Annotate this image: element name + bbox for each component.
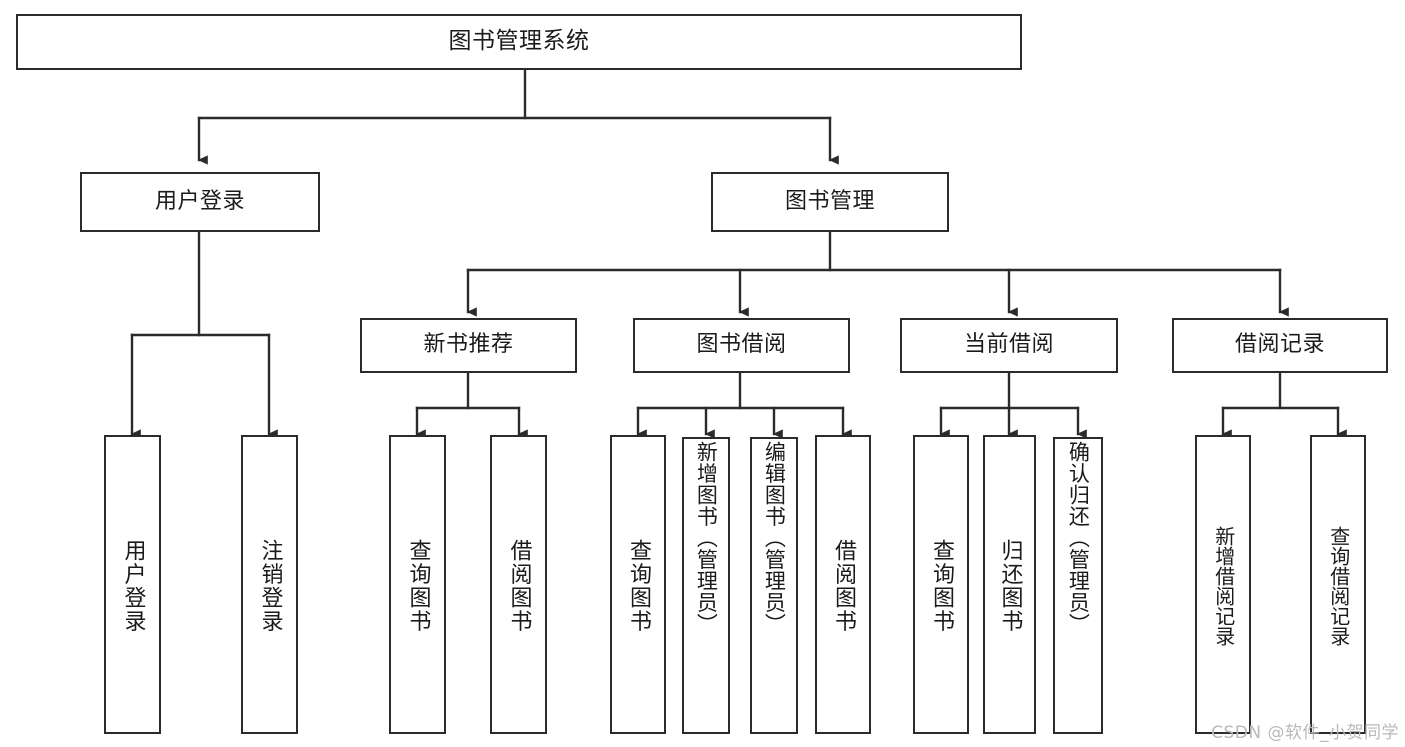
node-borrow-record[interactable]: 借阅记录 [1172, 318, 1388, 373]
node-leaf-logout-label: 注销登录 [257, 538, 283, 633]
node-leaf-logout[interactable]: 注销登录 [241, 435, 298, 734]
node-new-book-recommend[interactable]: 新书推荐 [360, 318, 577, 373]
node-leaf-user-login[interactable]: 用户登录 [104, 435, 161, 734]
node-book-management[interactable]: 图书管理 [711, 172, 949, 232]
node-leaf-bb-edit-book-label: 编辑图书（管理员） [762, 441, 787, 635]
node-leaf-br-add-record[interactable]: 新增借阅记录 [1195, 435, 1251, 734]
node-leaf-br-query-record-label: 查询借阅记录 [1326, 525, 1351, 646]
node-leaf-cb-query-book-label: 查询图书 [928, 538, 954, 633]
node-book-borrow-label: 图书借阅 [696, 332, 787, 358]
node-borrow-record-label: 借阅记录 [1234, 332, 1325, 358]
node-leaf-nb-query-book-label: 查询图书 [405, 538, 431, 633]
node-leaf-cb-query-book[interactable]: 查询图书 [913, 435, 969, 734]
node-leaf-bb-borrow-book-label: 借阅图书 [830, 538, 856, 633]
node-leaf-br-query-record[interactable]: 查询借阅记录 [1310, 435, 1366, 734]
node-leaf-br-add-record-label: 新增借阅记录 [1211, 525, 1236, 646]
node-leaf-nb-query-book[interactable]: 查询图书 [389, 435, 446, 734]
node-leaf-bb-query-book[interactable]: 查询图书 [610, 435, 666, 734]
node-leaf-bb-edit-book[interactable]: 编辑图书（管理员） [750, 437, 798, 734]
node-leaf-nb-borrow-book[interactable]: 借阅图书 [490, 435, 547, 734]
node-root-system[interactable]: 图书管理系统 [16, 14, 1022, 70]
node-user-login-label: 用户登录 [154, 188, 245, 214]
node-leaf-nb-borrow-book-label: 借阅图书 [506, 538, 532, 633]
node-leaf-bb-borrow-book[interactable]: 借阅图书 [815, 435, 871, 734]
node-new-book-recommend-label: 新书推荐 [423, 332, 514, 358]
node-leaf-cb-return-book-label: 归还图书 [997, 538, 1023, 633]
node-leaf-bb-add-book[interactable]: 新增图书（管理员） [682, 437, 730, 734]
node-leaf-cb-confirm-return[interactable]: 确认归还（管理员） [1053, 437, 1103, 734]
node-leaf-user-login-label: 用户登录 [120, 538, 146, 633]
node-leaf-bb-query-book-label: 查询图书 [625, 538, 651, 633]
node-current-borrow[interactable]: 当前借阅 [900, 318, 1118, 373]
node-book-management-label: 图书管理 [784, 188, 875, 214]
node-leaf-bb-add-book-label: 新增图书（管理员） [694, 441, 719, 635]
node-book-borrow[interactable]: 图书借阅 [633, 318, 850, 373]
node-current-borrow-label: 当前借阅 [963, 332, 1054, 358]
node-leaf-cb-return-book[interactable]: 归还图书 [983, 435, 1036, 734]
node-root-system-label: 图书管理系统 [448, 28, 590, 55]
node-leaf-cb-confirm-return-label: 确认归还（管理员） [1066, 441, 1091, 635]
node-user-login[interactable]: 用户登录 [80, 172, 320, 232]
